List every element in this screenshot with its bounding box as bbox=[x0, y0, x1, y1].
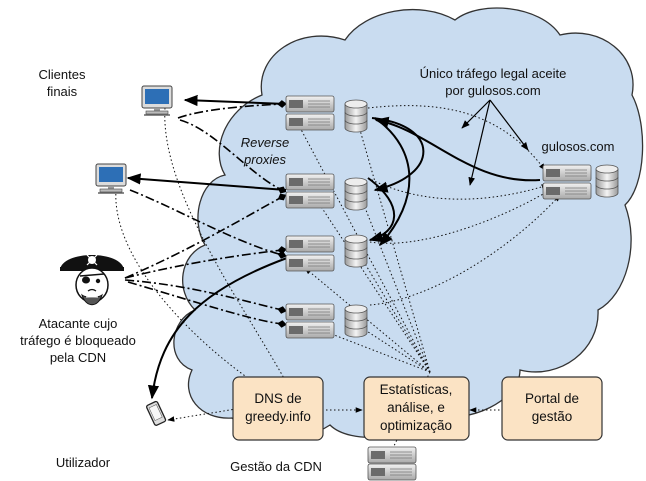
rack-server-icon bbox=[285, 235, 335, 253]
database-icon bbox=[344, 304, 368, 338]
management-servers bbox=[367, 446, 417, 481]
solid-links bbox=[126, 94, 541, 400]
dns-box-line-1: DNS de bbox=[254, 391, 301, 406]
desktop-computer-icon bbox=[141, 85, 173, 116]
rack-server-icon bbox=[542, 164, 592, 182]
mobile-phone-icon bbox=[146, 400, 167, 426]
reverse-proxies-label-line-1: Reverse bbox=[241, 135, 289, 150]
pirate-icon bbox=[60, 254, 124, 306]
dns-box: DNS de greedy.info bbox=[232, 376, 324, 441]
cdn-cloud bbox=[173, 7, 644, 439]
database-icon bbox=[344, 177, 368, 211]
clients-label-line-2: finais bbox=[47, 84, 78, 99]
database-icon bbox=[344, 99, 368, 133]
reverse-proxies-label-line-2: proxies bbox=[243, 152, 286, 167]
dotted-links bbox=[115, 105, 561, 451]
database-icon bbox=[344, 234, 368, 268]
stats-box-line-2: análise, e bbox=[387, 400, 445, 415]
rack-server-icon bbox=[285, 95, 335, 113]
rack-server-icon bbox=[285, 173, 335, 191]
rack-server-icon bbox=[285, 254, 335, 272]
attacker-label-line-1: Atacante cujo bbox=[39, 316, 118, 331]
legal-traffic-label-line-1: Único tráfego legal aceite bbox=[420, 66, 567, 81]
dns-box-line-2: greedy.info bbox=[245, 409, 311, 424]
rack-server-icon bbox=[542, 182, 592, 200]
dashdot-links bbox=[124, 100, 287, 328]
cdn-management-label: Gestão da CDN bbox=[230, 459, 322, 474]
user-label: Utilizador bbox=[56, 455, 111, 470]
legal-arrows bbox=[461, 99, 529, 186]
attacker-label-line-3: pela CDN bbox=[50, 350, 106, 365]
client-computers bbox=[95, 85, 173, 194]
database-icon bbox=[595, 164, 619, 198]
stats-box-line-3: optimização bbox=[380, 418, 452, 433]
rack-server-icon bbox=[285, 113, 335, 131]
clients-label-line-1: Clientes bbox=[39, 67, 86, 82]
portal-box: Portal de gestão bbox=[501, 376, 603, 441]
legal-traffic-label-line-2: por gulosos.com bbox=[445, 83, 540, 98]
rack-server-icon bbox=[367, 446, 417, 464]
desktop-computer-icon bbox=[95, 163, 127, 194]
portal-box-line-2: gestão bbox=[532, 409, 573, 424]
rack-server-icon bbox=[285, 191, 335, 209]
stats-box-line-1: Estatísticas, bbox=[380, 382, 453, 397]
origin-label: gulosos.com bbox=[542, 139, 615, 154]
attacker-label-line-2: tráfego é bloqueado bbox=[20, 333, 136, 348]
rack-server-icon bbox=[285, 321, 335, 339]
portal-box-line-1: Portal de bbox=[525, 391, 579, 406]
stats-box: Estatísticas, análise, e optimização bbox=[363, 376, 470, 441]
rack-server-icon bbox=[367, 463, 417, 481]
rack-server-icon bbox=[285, 303, 335, 321]
